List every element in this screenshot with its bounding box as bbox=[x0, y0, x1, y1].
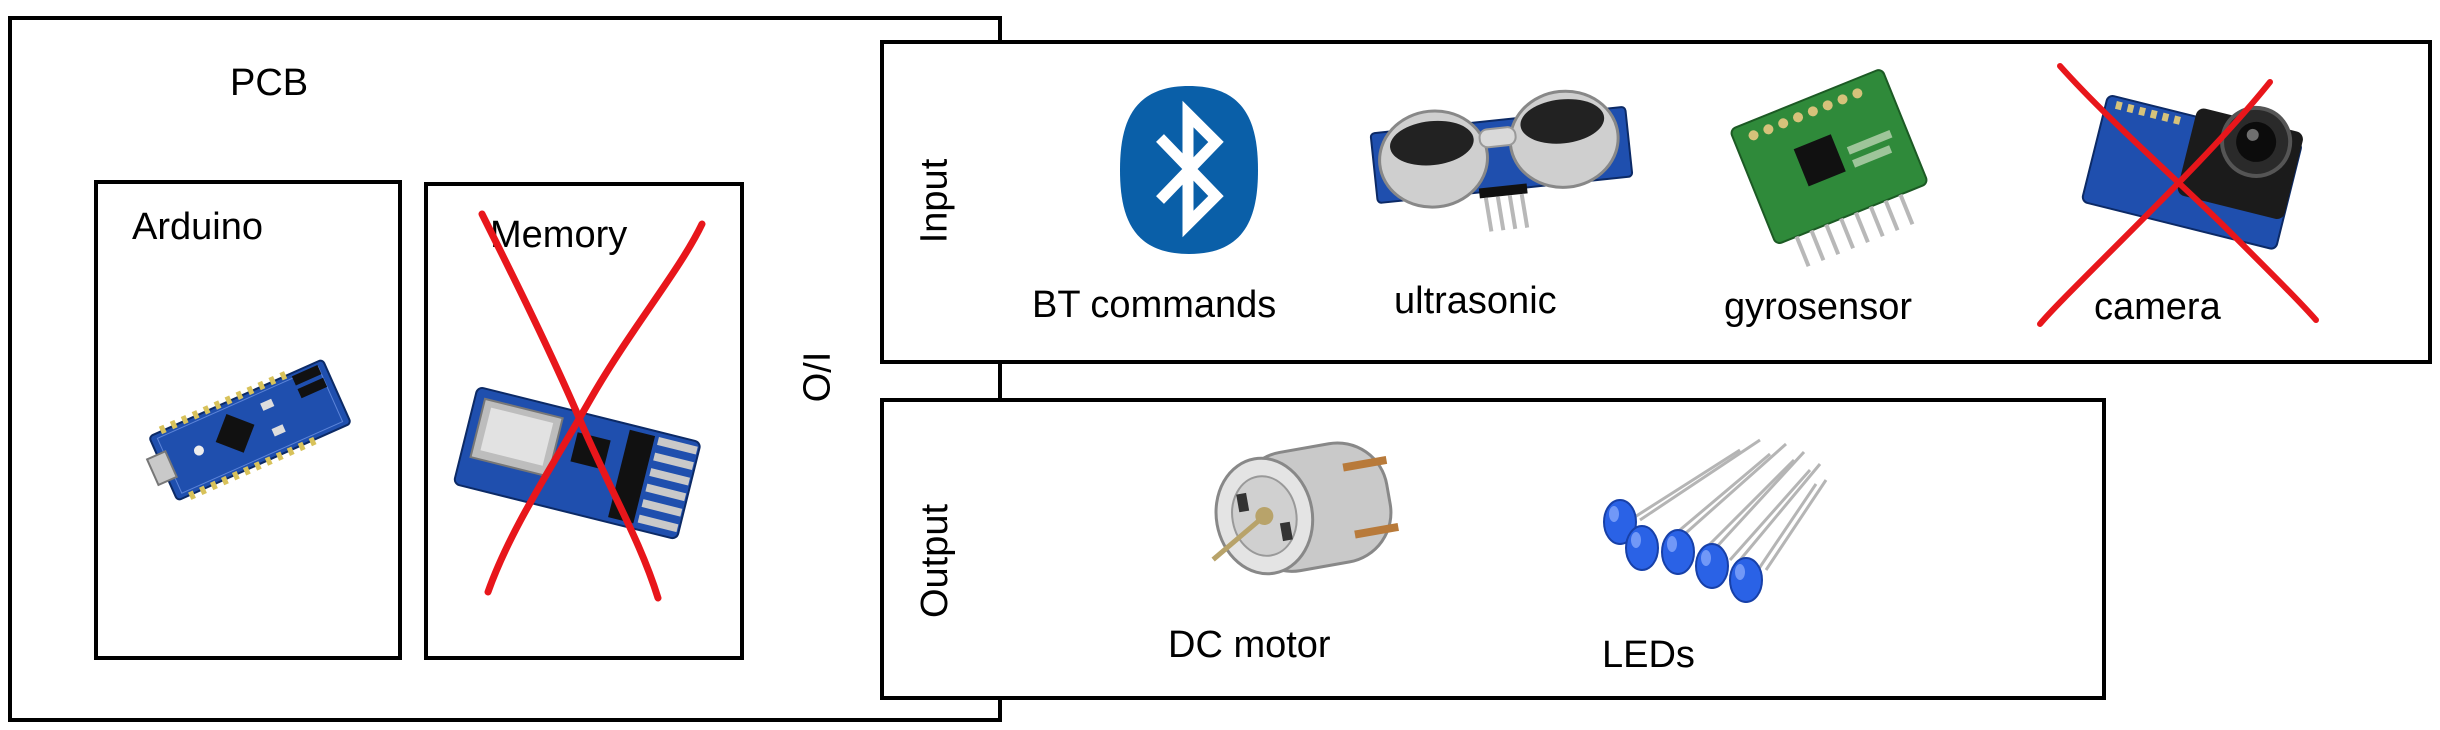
output-item-label-motor: DC motor bbox=[1168, 624, 1331, 666]
leds-icon bbox=[1603, 438, 1828, 603]
bluetooth-icon bbox=[1120, 86, 1258, 254]
io-label: I/O bbox=[794, 351, 837, 403]
output-item-label-leds: LEDs bbox=[1602, 634, 1695, 676]
input-section-label: Input bbox=[913, 158, 956, 244]
dc-motor-icon bbox=[1211, 441, 1399, 576]
input-item-label-gyro: gyrosensor bbox=[1724, 286, 1912, 328]
output-box bbox=[880, 398, 2106, 700]
arduino-nano-icon bbox=[145, 359, 351, 501]
arduino-label: Arduino bbox=[132, 206, 263, 248]
input-item-label-camera: camera bbox=[2094, 286, 2221, 328]
pcb-title: PCB bbox=[230, 62, 309, 104]
input-item-label-bt: BT commands bbox=[1032, 284, 1277, 326]
memory-label: Memory bbox=[490, 214, 628, 256]
ultrasonic-sensor-icon bbox=[1369, 89, 1634, 232]
output-section-label: Output bbox=[914, 503, 957, 619]
input-item-label-ultrasonic: ultrasonic bbox=[1394, 280, 1557, 322]
memory-cross-out bbox=[478, 210, 706, 602]
gyro-sensor-icon bbox=[1730, 69, 1928, 267]
sd-card-module-icon bbox=[453, 387, 701, 540]
camera-cross-out bbox=[2037, 63, 2319, 327]
